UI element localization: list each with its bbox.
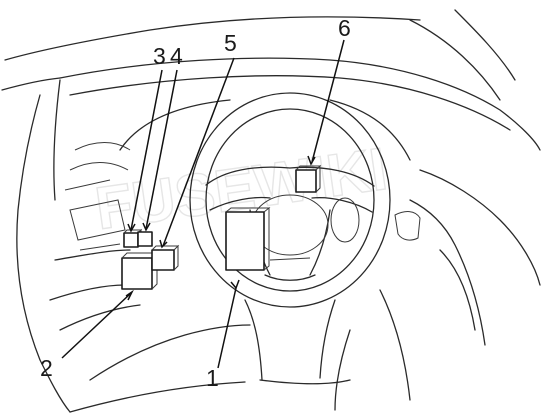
- callout-1: 1: [206, 365, 219, 391]
- module-3: [123, 232, 139, 248]
- callout-4: 4: [170, 43, 183, 69]
- callout-5: 5: [224, 30, 237, 56]
- leader-lines: [61, 39, 345, 369]
- callout-3: 3: [153, 43, 166, 69]
- callout-6: 6: [338, 15, 351, 41]
- component-modules: [121, 164, 322, 290]
- module-1: [225, 211, 265, 271]
- steering-wheel: [189, 92, 391, 381]
- module-6: [295, 169, 317, 193]
- module-2: [121, 257, 153, 290]
- callout-2: 2: [40, 355, 53, 381]
- dashboard-outline: [1, 9, 541, 413]
- module-4: [137, 231, 153, 247]
- module-5: [151, 249, 175, 271]
- callout-labels: 1 2 3 4 5 6: [40, 15, 351, 391]
